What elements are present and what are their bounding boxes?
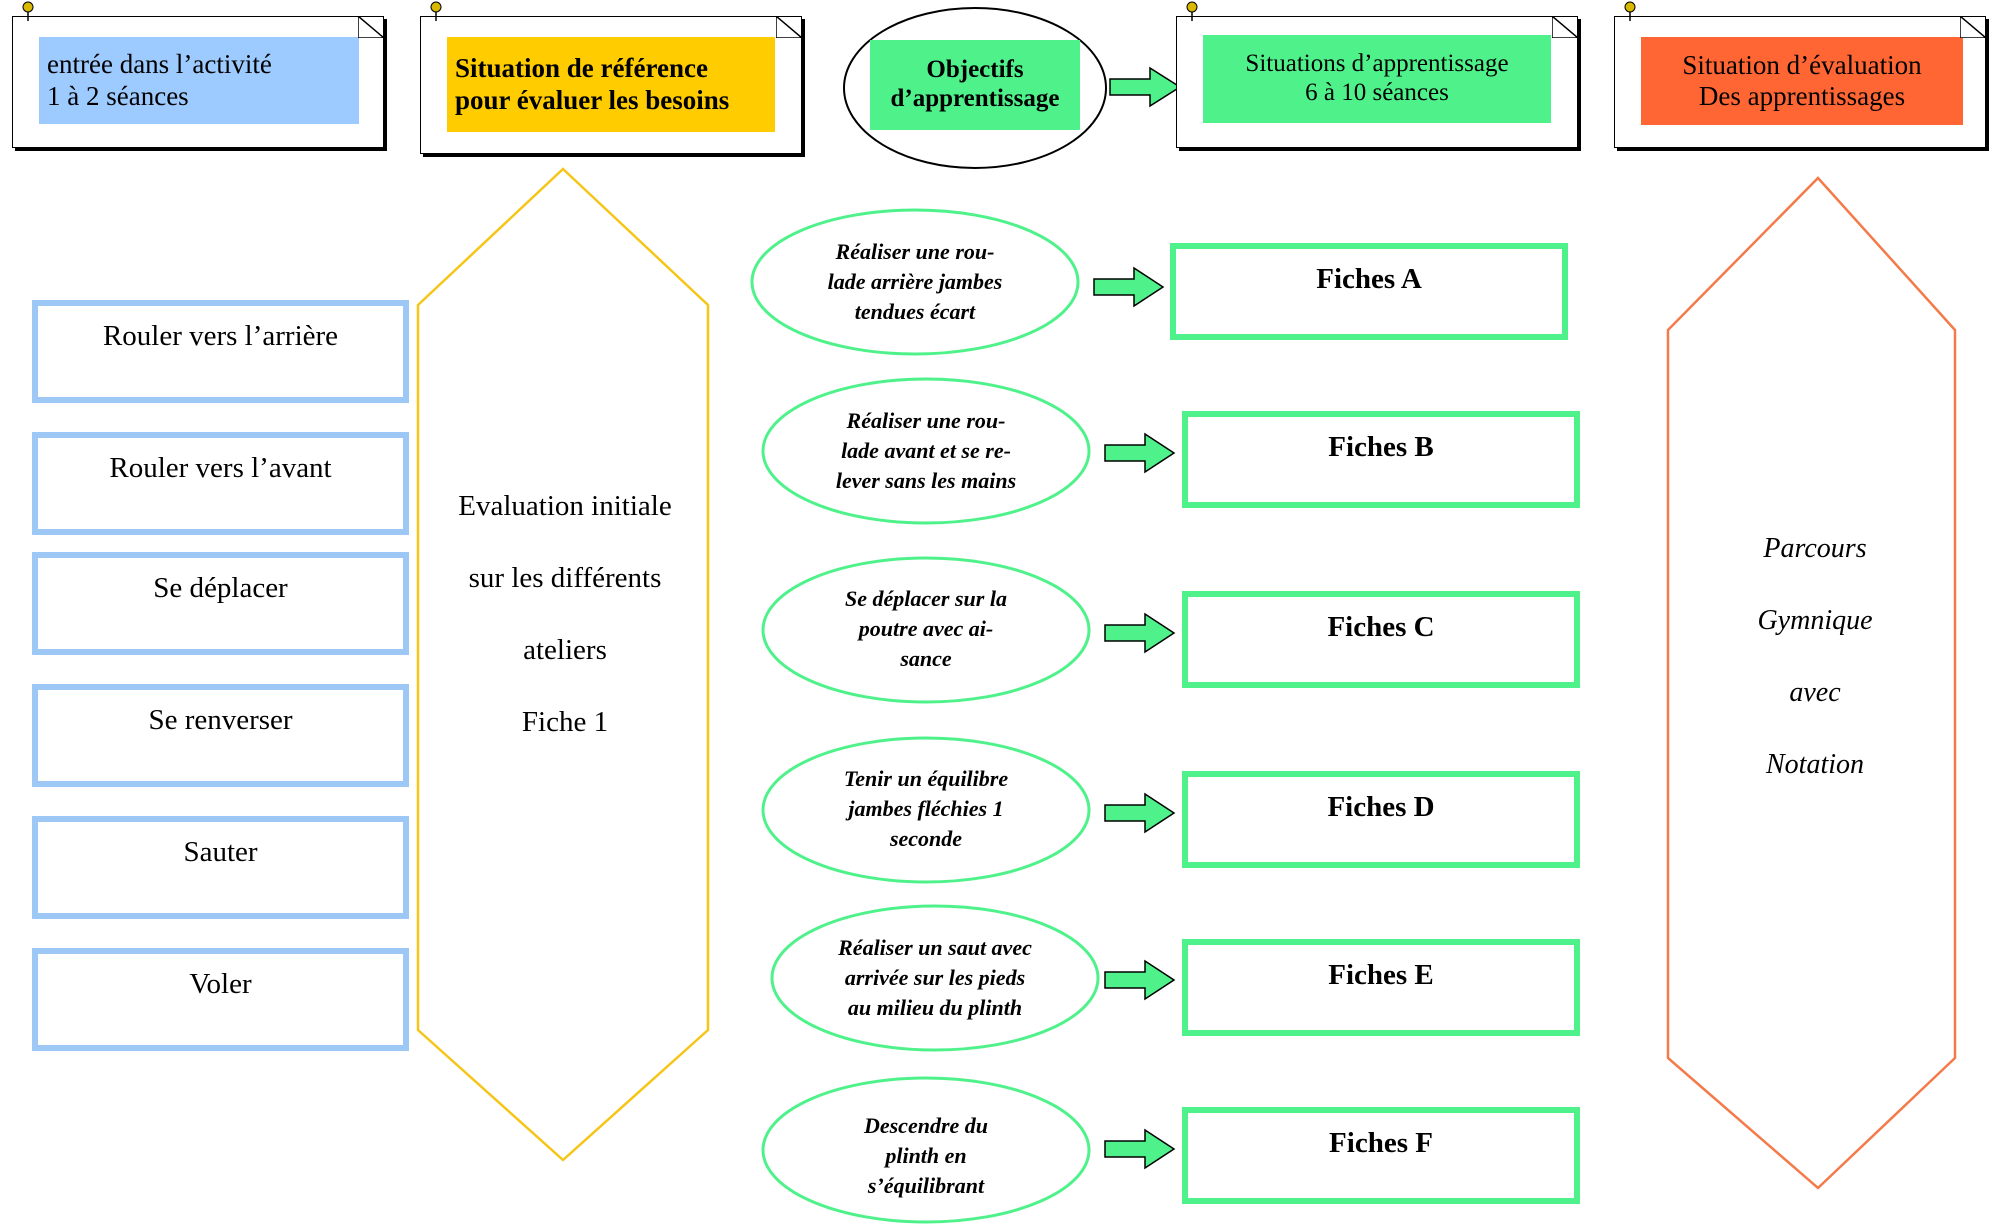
- situations-apprentissage-note: Situations d’apprentissage 6 à 10 séance…: [1176, 1, 1578, 148]
- final-evaluation-hexagon: [1666, 176, 1957, 1190]
- situation-evaluation-note: Situation d’évaluation Des apprentissage…: [1614, 1, 1986, 148]
- objective-text-f: Descendre du plinth en s’équilibrant: [783, 1111, 1069, 1201]
- objective-d-line2: jambes fléchies 1: [848, 796, 1004, 821]
- objective-ellipse-f: [761, 1076, 1091, 1224]
- situation-evaluation-highlight: Situation d’évaluation Des apprentissage…: [1641, 37, 1963, 125]
- objective-c-line1: Se déplacer sur la: [845, 586, 1007, 611]
- objective-ellipse-a: [750, 208, 1080, 356]
- objective-b-line1: Réaliser une rou-: [846, 408, 1006, 433]
- objective-text-b: Réaliser une rou- lade avant et se re- l…: [783, 406, 1069, 496]
- objectifs-line1: Objectifs: [926, 56, 1024, 84]
- category-se-deplacer: Se déplacer: [32, 552, 409, 655]
- arrow-b: [1104, 432, 1176, 474]
- category-se-renverser: Se renverser: [32, 684, 409, 787]
- fiches-e: Fiches E: [1182, 939, 1580, 1036]
- objective-ellipse-c: [761, 556, 1091, 704]
- situation-reference-highlight: Situation de référence pour évaluer les …: [447, 37, 775, 132]
- objectifs-line2: d’apprentissage: [890, 85, 1060, 112]
- situation-evaluation-line1: Situation d’évaluation: [1682, 49, 1922, 80]
- objective-c-line3: sance: [900, 646, 952, 671]
- parcours-label: Parcours: [1763, 533, 1867, 564]
- fiches-d: Fiches D: [1182, 771, 1580, 868]
- evaluation-initiale-line4: Fiche 1: [521, 706, 609, 738]
- objective-e-line2: arrivée sur les pieds: [844, 965, 1026, 990]
- situations-apprentissage-line2: 6 à 10 séances: [1305, 79, 1449, 106]
- objective-e-line1: Réaliser un saut avec: [838, 935, 1032, 960]
- fiches-f: Fiches F: [1182, 1107, 1580, 1204]
- situation-reference-line1: Situation de référence: [455, 53, 708, 84]
- category-voler: Voler: [32, 948, 409, 1051]
- gymnique-label: Gymnique: [1757, 605, 1873, 636]
- arrow-e: [1104, 959, 1176, 1001]
- pushpin-icon: [1624, 1, 1636, 21]
- evaluation-initiale-line1: Evaluation initiale: [458, 490, 672, 522]
- objective-d-line1: Tenir un équilibre: [843, 766, 1009, 791]
- objective-text-e: Réaliser un saut avec arrivée sur les pi…: [787, 933, 1083, 1023]
- arrow-c: [1104, 612, 1176, 654]
- situation-evaluation-line2: Des apprentissages: [1698, 81, 1906, 111]
- fiches-a: Fiches A: [1170, 243, 1568, 340]
- objective-f-line2: plinth en: [885, 1143, 967, 1168]
- objective-a-line2: lade arrière jambes: [827, 269, 1003, 294]
- objective-text-c: Se déplacer sur la poutre avec ai- sance: [783, 584, 1069, 674]
- objective-ellipse-d: [761, 736, 1091, 884]
- objective-a-line3: tendues écart: [854, 299, 976, 324]
- situations-apprentissage-line1: Situations d’apprentissage: [1245, 50, 1509, 78]
- pushpin-icon: [22, 1, 34, 21]
- objectifs-arrow: [1109, 66, 1182, 108]
- objective-e-line3: au milieu du plinth: [847, 995, 1023, 1020]
- category-rouler-avant: Rouler vers l’avant: [32, 432, 409, 535]
- evaluation-initiale-line3: ateliers: [523, 634, 607, 666]
- objective-text-a: Réaliser une rou- lade arrière jambes te…: [772, 237, 1058, 327]
- objective-ellipse-e: [770, 904, 1100, 1052]
- objective-c-line2: poutre avec ai-: [858, 616, 994, 641]
- objective-text-d: Tenir un équilibre jambes fléchies 1 sec…: [783, 764, 1069, 854]
- pushpin-icon: [1186, 1, 1198, 21]
- evaluation-initiale-line2: sur les différents: [468, 562, 662, 594]
- entree-line2: 1 à 2 séances: [47, 80, 189, 111]
- notation-label: Notation: [1765, 749, 1864, 780]
- avec-label: avec: [1789, 677, 1841, 708]
- category-sauter: Sauter: [32, 816, 409, 919]
- objectifs-label: Objectifs d’apprentissage: [870, 40, 1080, 130]
- objective-f-line3: s’équilibrant: [867, 1173, 985, 1198]
- objective-d-line3: seconde: [889, 826, 963, 851]
- arrow-a: [1093, 266, 1165, 308]
- entree-note: entrée dans l’activité 1 à 2 séances: [12, 1, 384, 148]
- objective-b-line3: lever sans les mains: [835, 468, 1017, 493]
- pushpin-icon: [430, 1, 442, 21]
- entree-line1: entrée dans l’activité: [47, 49, 272, 80]
- objective-b-line2: lade avant et se re-: [841, 438, 1011, 463]
- objective-ellipse-b: [761, 377, 1091, 525]
- objective-f-line1: Descendre du: [863, 1113, 989, 1138]
- entree-highlight: entrée dans l’activité 1 à 2 séances: [39, 37, 359, 124]
- fiches-b: Fiches B: [1182, 411, 1580, 508]
- arrow-d: [1104, 792, 1176, 834]
- situations-apprentissage-highlight: Situations d’apprentissage 6 à 10 séance…: [1203, 35, 1551, 123]
- category-rouler-arriere: Rouler vers l’arrière: [32, 300, 409, 403]
- fiches-c: Fiches C: [1182, 591, 1580, 688]
- situation-reference-line2: pour évaluer les besoins: [455, 84, 730, 115]
- arrow-f: [1104, 1128, 1176, 1170]
- objective-a-line1: Réaliser une rou-: [835, 239, 995, 264]
- evaluation-hexagon: [416, 167, 710, 1162]
- situation-reference-note: Situation de référence pour évaluer les …: [420, 1, 802, 154]
